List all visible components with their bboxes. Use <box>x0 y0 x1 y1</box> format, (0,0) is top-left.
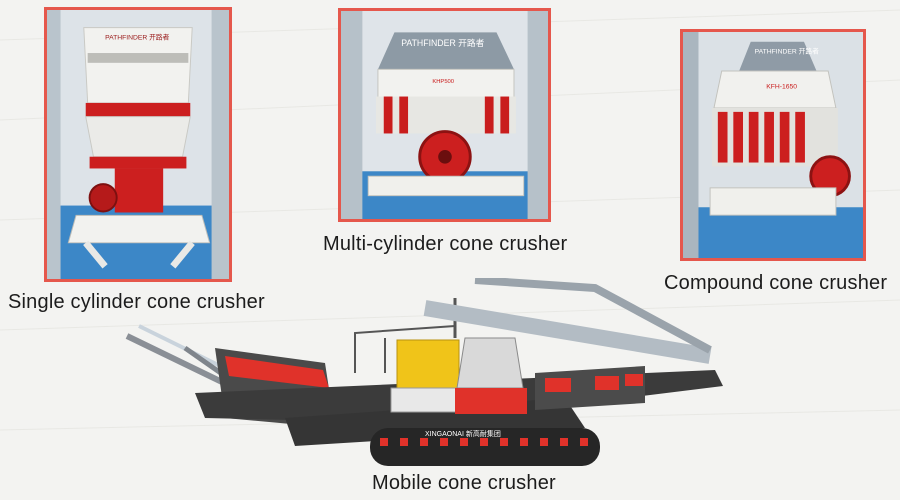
single-cylinder-crusher-illustration: PATHFINDER 开路者 <box>47 10 229 279</box>
single-brand-label: PATHFINDER 开路者 <box>105 32 170 41</box>
mobile-cone-crusher-illustration: XINGAONAI 新高耐集团 <box>125 278 723 466</box>
caption-single-cylinder: Single cylinder cone crusher <box>8 291 265 313</box>
multi-cylinder-crusher-photo: PATHFINDER 开路者 KHP500 <box>338 8 551 222</box>
caption-multi-cylinder: Multi-cylinder cone crusher <box>323 233 568 255</box>
mobile-brand-label: XINGAONAI 新高耐集团 <box>425 429 501 438</box>
multi-cylinder-crusher-illustration: PATHFINDER 开路者 KHP500 <box>341 11 548 219</box>
compound-brand-label: PATHFINDER 开路者 <box>755 46 820 55</box>
caption-mobile: Mobile cone crusher <box>372 472 556 494</box>
caption-compound: Compound cone crusher <box>664 272 888 294</box>
single-cylinder-crusher-photo: PATHFINDER 开路者 <box>44 7 232 282</box>
multi-model-label: KHP500 <box>432 79 454 85</box>
compound-crusher-illustration: PATHFINDER 开路者 KFH-1650 <box>683 32 863 258</box>
multi-brand-label: PATHFINDER 开路者 <box>401 37 484 48</box>
compound-model-label: KFH-1650 <box>766 83 797 90</box>
compound-crusher-photo: PATHFINDER 开路者 KFH-1650 <box>680 29 866 261</box>
